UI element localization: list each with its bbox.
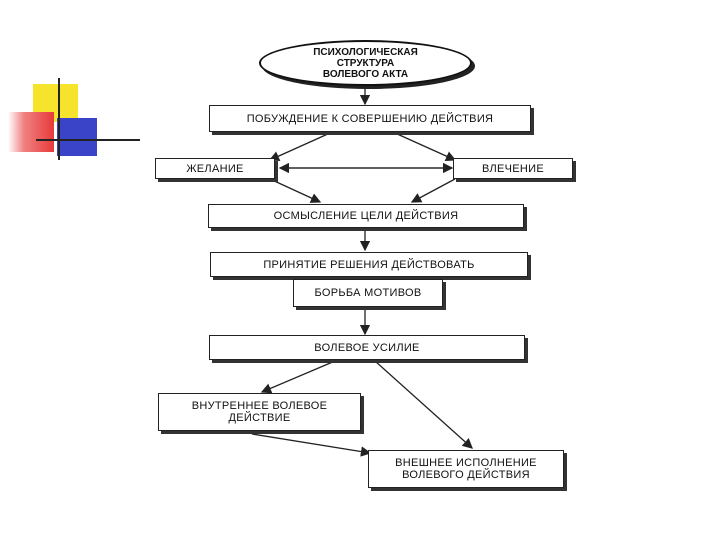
decor-vertical-line <box>58 78 60 160</box>
title-ellipse: ПСИХОЛОГИЧЕСКАЯ СТРУКТУРА ВОЛЕВОГО АКТА <box>259 40 472 86</box>
node-decision-label: ПРИНЯТИЕ РЕШЕНИЯ ДЕЙСТВОВАТЬ <box>263 258 475 271</box>
node-desire-label: ЖЕЛАНИЕ <box>186 162 244 175</box>
decor-blue-square <box>57 118 97 156</box>
node-motives-label: БОРЬБА МОТИВОВ <box>314 287 422 299</box>
arrow-attraction-to-goal <box>410 178 456 203</box>
node-goal-label: ОСМЫСЛЕНИЕ ЦЕЛИ ДЕЙСТВИЯ <box>273 210 459 222</box>
arrow-effort-to-internal <box>260 360 336 394</box>
diagram-title: ПСИХОЛОГИЧЕСКАЯ СТРУКТУРА ВОЛЕВОГО АКТА <box>313 46 418 80</box>
node-goal: ОСМЫСЛЕНИЕ ЦЕЛИ ДЕЙСТВИЯ <box>208 204 524 228</box>
node-attraction-label: ВЛЕЧЕНИЕ <box>481 162 545 175</box>
node-internal-label: ВНУТРЕННЕЕ ВОЛЕВОЕ ДЕЙСТВИЕ <box>191 400 328 424</box>
arrow-motivation-to-desire <box>268 132 331 162</box>
node-motivation: ПОБУЖДЕНИЕ К СОВЕРШЕНИЮ ДЕЙСТВИЯ <box>209 105 531 132</box>
node-effort: ВОЛЕВОЕ УСИЛИЕ <box>209 335 525 360</box>
decor-red-square <box>8 112 54 152</box>
node-motivation-label: ПОБУЖДЕНИЕ К СОВЕРШЕНИЮ ДЕЙСТВИЯ <box>246 112 494 125</box>
node-attraction: ВЛЕЧЕНИЕ <box>453 158 573 179</box>
decor-horizontal-line <box>36 139 140 141</box>
arrow-internal-to-external <box>251 433 372 457</box>
node-external-label: ВНЕШНЕЕ ИСПОЛНЕНИЕ ВОЛЕВОГО ДЕЙСТВИЯ <box>395 457 537 481</box>
arrow-desire-to-goal <box>269 178 322 203</box>
node-desire: ЖЕЛАНИЕ <box>155 158 275 179</box>
node-decision: ПРИНЯТИЕ РЕШЕНИЯ ДЕЙСТВОВАТЬ <box>210 252 528 277</box>
arrow-effort-to-external <box>374 360 473 449</box>
node-external: ВНЕШНЕЕ ИСПОЛНЕНИЕ ВОЛЕВОГО ДЕЙСТВИЯ <box>368 450 564 488</box>
node-internal: ВНУТРЕННЕЕ ВОЛЕВОЕ ДЕЙСТВИЕ <box>158 393 361 431</box>
node-motives: БОРЬБА МОТИВОВ <box>293 279 443 307</box>
node-effort-label: ВОЛЕВОЕ УСИЛИЕ <box>314 341 420 354</box>
arrow-motivation-to-attraction <box>394 132 457 162</box>
